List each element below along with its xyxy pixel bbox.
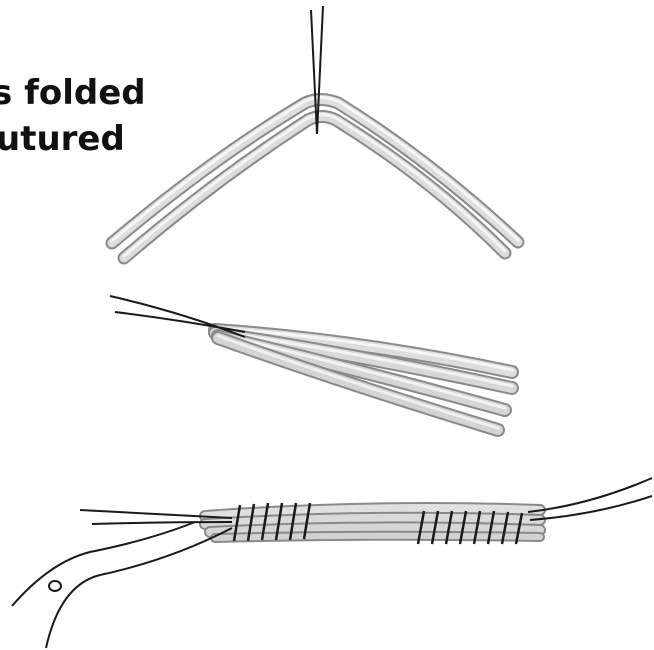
stage-folded-graft [112,6,518,258]
stage-whipstitched-graft [12,478,652,648]
right-suture-tails [528,478,652,520]
stage-gathered-strands [110,296,512,430]
left-suture-tails [12,510,232,648]
